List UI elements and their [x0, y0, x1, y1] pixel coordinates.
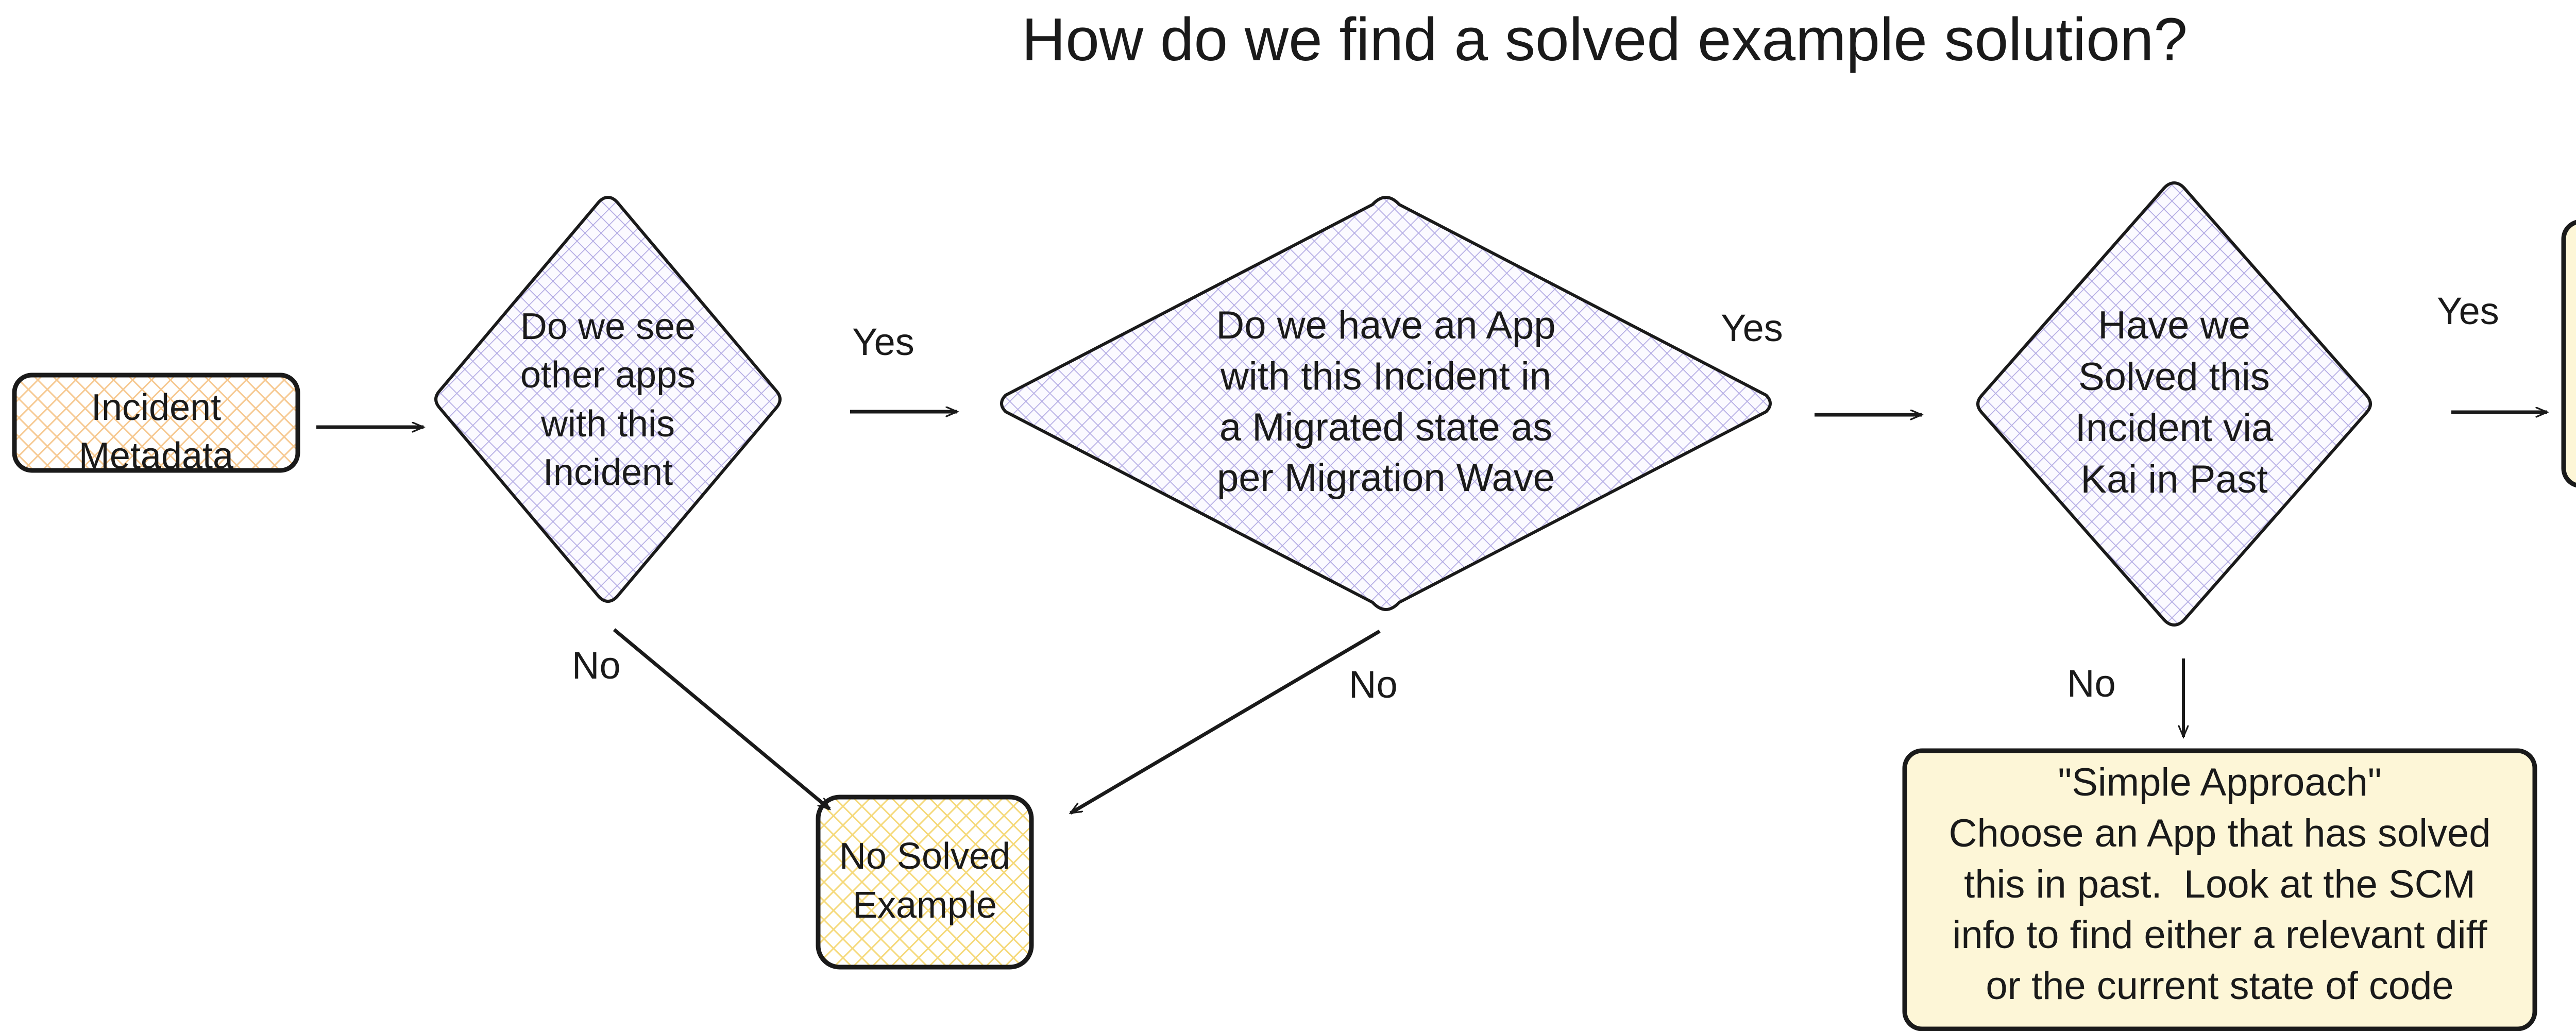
node-no-solved-example: [816, 795, 1034, 970]
node-incident-metadata: [12, 373, 300, 473]
edge-label-yes-2: Yes: [1721, 307, 1783, 349]
edge-label-no-3: No: [2067, 662, 2116, 705]
edge-label-no-2: No: [1349, 663, 1398, 706]
edge-label-yes-3: Yes: [2437, 290, 2499, 332]
node-consult-incident-metadata: [2561, 219, 2576, 488]
edge-decision1-no: [613, 628, 829, 810]
node-decision-migrated-state: [1000, 195, 1772, 612]
node-simple-approach: [1902, 748, 2537, 1031]
edge-label-yes-1: Yes: [852, 320, 914, 363]
edge-decision2-no: [1071, 629, 1381, 815]
node-decision-other-apps: [434, 195, 782, 603]
node-decision-solved-via-kai: [1976, 181, 2372, 627]
edge-label-no-1: No: [572, 644, 621, 687]
page-title: How do we find a solved example solution…: [1022, 6, 2188, 74]
